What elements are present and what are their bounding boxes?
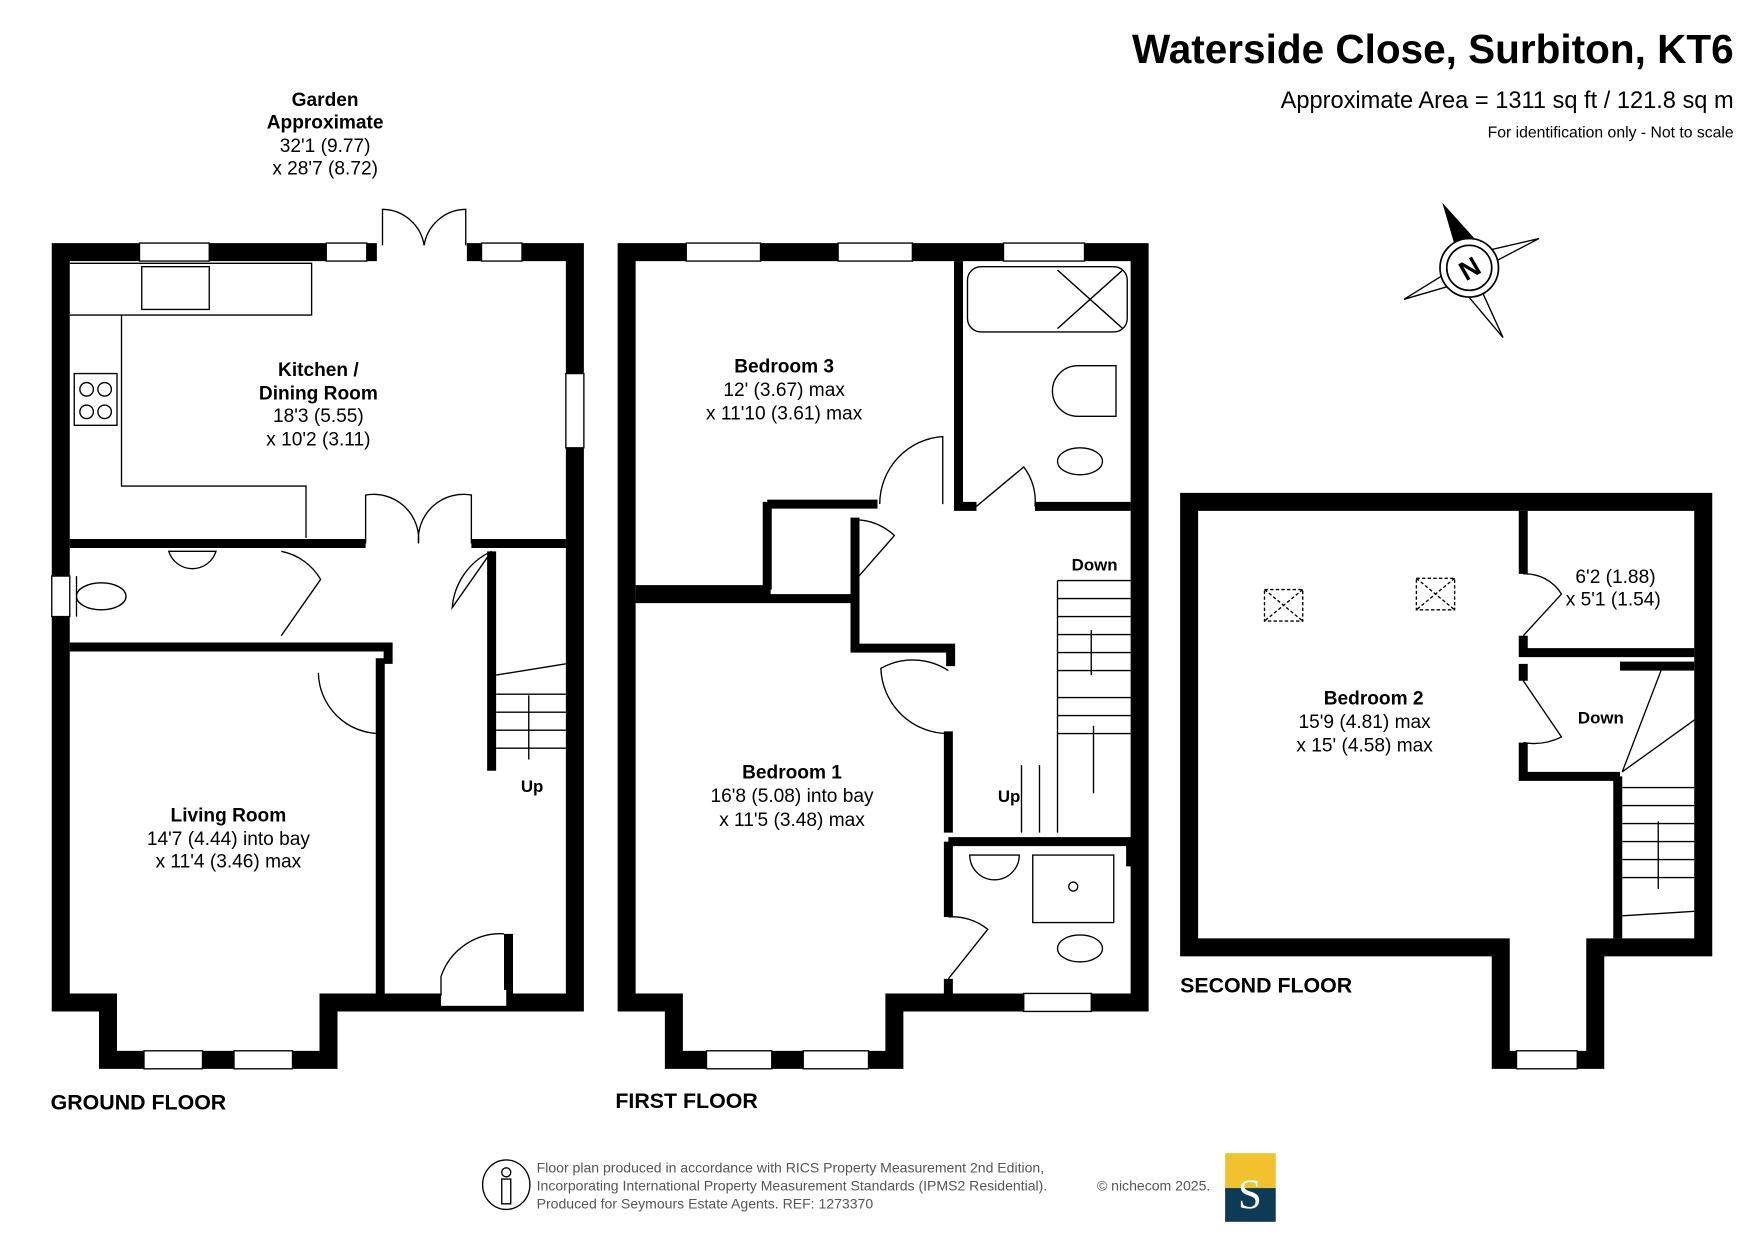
person-icon [481, 1159, 531, 1211]
footer-line3: Produced for Seymours Estate Agents. REF… [537, 1195, 874, 1211]
room-dim: 14'7 (4.44) into bay [147, 829, 310, 850]
first-floor-plan: Bedroom 3 12' (3.67) max x 11'10 (3.61) … [615, 242, 1149, 1113]
seymours-logo: S [1225, 1153, 1276, 1222]
room-dim: x 5'1 (1.54) [1566, 589, 1661, 610]
floor-label: SECOND FLOOR [1180, 973, 1352, 997]
stairs-label: Up [521, 777, 543, 796]
floor-label: FIRST FLOOR [615, 1089, 757, 1113]
disclaimer: For identification only - Not to scale [1488, 124, 1734, 141]
svg-text:Garden: Garden [292, 90, 359, 111]
compass-icon: N [1403, 202, 1540, 338]
svg-text:x 28'7 (8.72): x 28'7 (8.72) [272, 158, 378, 179]
footer-line2: Incorporating International Property Mea… [537, 1177, 1048, 1193]
copyright: © nichecom 2025. [1097, 1177, 1210, 1193]
room-name: Bedroom 1 [742, 763, 842, 784]
room-name: Living Room [171, 805, 287, 826]
svg-text:Approximate: Approximate [267, 112, 384, 133]
room-dim: 12' (3.67) max [723, 380, 845, 401]
room-name: Dining Room [259, 383, 378, 404]
room-name: Bedroom 3 [734, 356, 834, 377]
room-name: Kitchen / [278, 360, 359, 381]
area-text: Approximate Area = 1311 sq ft / 121.8 sq… [1281, 88, 1734, 114]
footer-line1: Floor plan produced in accordance with R… [537, 1159, 1045, 1175]
room-dim: x 10'2 (3.11) [266, 430, 370, 451]
room-dim: x 11'10 (3.61) max [706, 404, 863, 425]
room-dim: 15'9 (4.81) max [1299, 712, 1432, 733]
floor-label: GROUND FLOOR [51, 1090, 227, 1114]
stairs-down-label: Down [1578, 708, 1624, 727]
svg-text:32'1 (9.77): 32'1 (9.77) [280, 136, 371, 157]
room-name: Bedroom 2 [1324, 688, 1424, 709]
room-dim: x 11'4 (3.46) max [156, 851, 302, 872]
svg-text:S: S [1238, 1171, 1262, 1218]
room-dim: x 11'5 (3.48) max [719, 810, 865, 831]
ground-floor-plan: Kitchen / Dining Room 18'3 (5.55) x 10'2… [51, 208, 585, 1114]
room-dim: 6'2 (1.88) [1575, 567, 1655, 588]
footer: Floor plan produced in accordance with R… [481, 1153, 1276, 1222]
stairs-up-label: Up [998, 787, 1020, 806]
room-dim: 16'8 (5.08) into bay [711, 786, 874, 807]
title: Waterside Close, Surbiton, KT6 [1132, 26, 1734, 72]
second-floor-plan: Bedroom 2 15'9 (4.81) max x 15' (4.58) m… [1180, 492, 1713, 1070]
room-dim: 18'3 (5.55) [273, 406, 364, 427]
stairs-down-label: Down [1072, 555, 1118, 574]
room-dim: x 15' (4.58) max [1296, 736, 1433, 757]
garden-label: Garden Approximate 32'1 (9.77) x 28'7 (8… [267, 90, 384, 180]
